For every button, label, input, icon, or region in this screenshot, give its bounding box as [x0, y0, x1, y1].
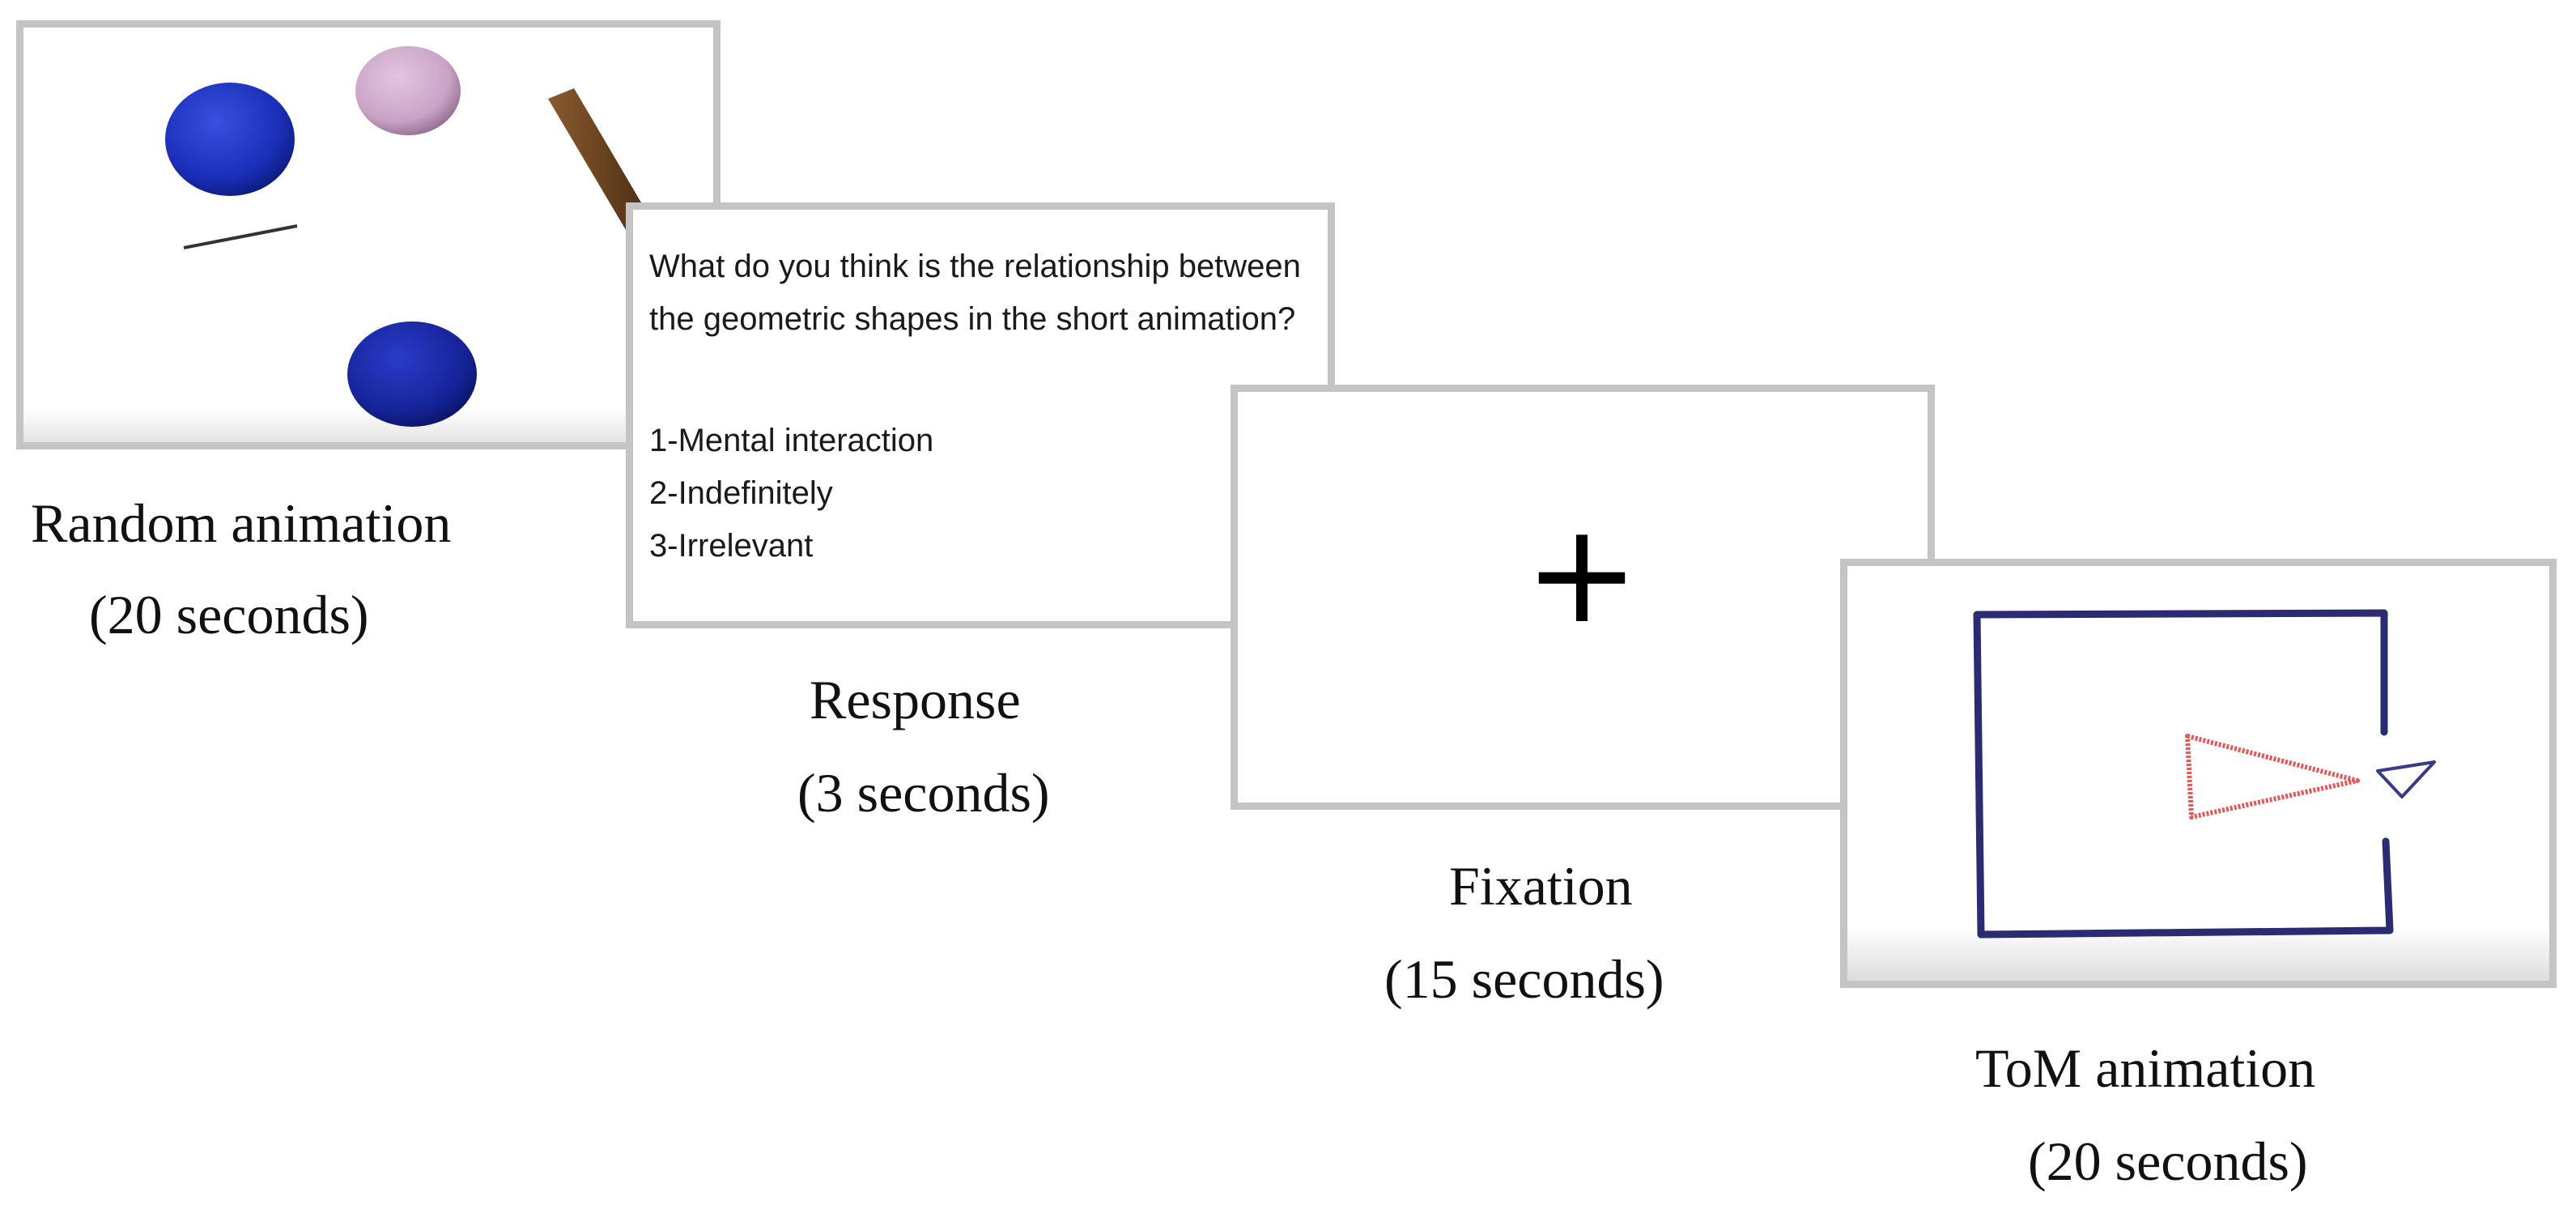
fixation-cross: +: [1524, 494, 1640, 654]
random-caption-duration: (20 seconds): [89, 584, 369, 645]
random-animation-scene: [23, 46, 713, 442]
option-2: 2-Indefinitely: [649, 475, 833, 511]
tom-animation-scene: [1847, 609, 2549, 981]
option-3: 3-Irrelevant: [649, 528, 814, 564]
tom-caption-duration: (20 seconds): [2028, 1130, 2308, 1192]
fixation-frame: +: [1231, 385, 1935, 810]
blue-circle-top: [165, 83, 295, 196]
response-caption-duration: (3 seconds): [797, 762, 1050, 824]
thin-line: [183, 224, 298, 249]
question-line-2: the geometric shapes in the short animat…: [649, 301, 1296, 337]
random-animation-frame: [16, 20, 721, 449]
blue-triangle: [2376, 760, 2436, 798]
option-1: 1-Mental interaction: [649, 423, 934, 458]
blue-circle-bottom: [347, 321, 477, 427]
pink-circle: [355, 46, 461, 135]
fixation-caption-duration: (15 seconds): [1384, 948, 1664, 1010]
random-caption-title: Random animation: [31, 492, 452, 554]
tom-caption-title: ToM animation: [1975, 1037, 2316, 1099]
response-frame: What do you think is the relationship be…: [626, 202, 1335, 628]
red-triangle: [2185, 734, 2360, 819]
fixation-caption-title: Fixation: [1449, 855, 1633, 917]
tom-animation-frame: [1840, 559, 2557, 988]
response-caption-title: Response: [810, 669, 1021, 730]
question-line-1: What do you think is the relationship be…: [649, 249, 1301, 284]
house-outline: [1973, 609, 2394, 939]
brown-stick: [548, 88, 655, 238]
